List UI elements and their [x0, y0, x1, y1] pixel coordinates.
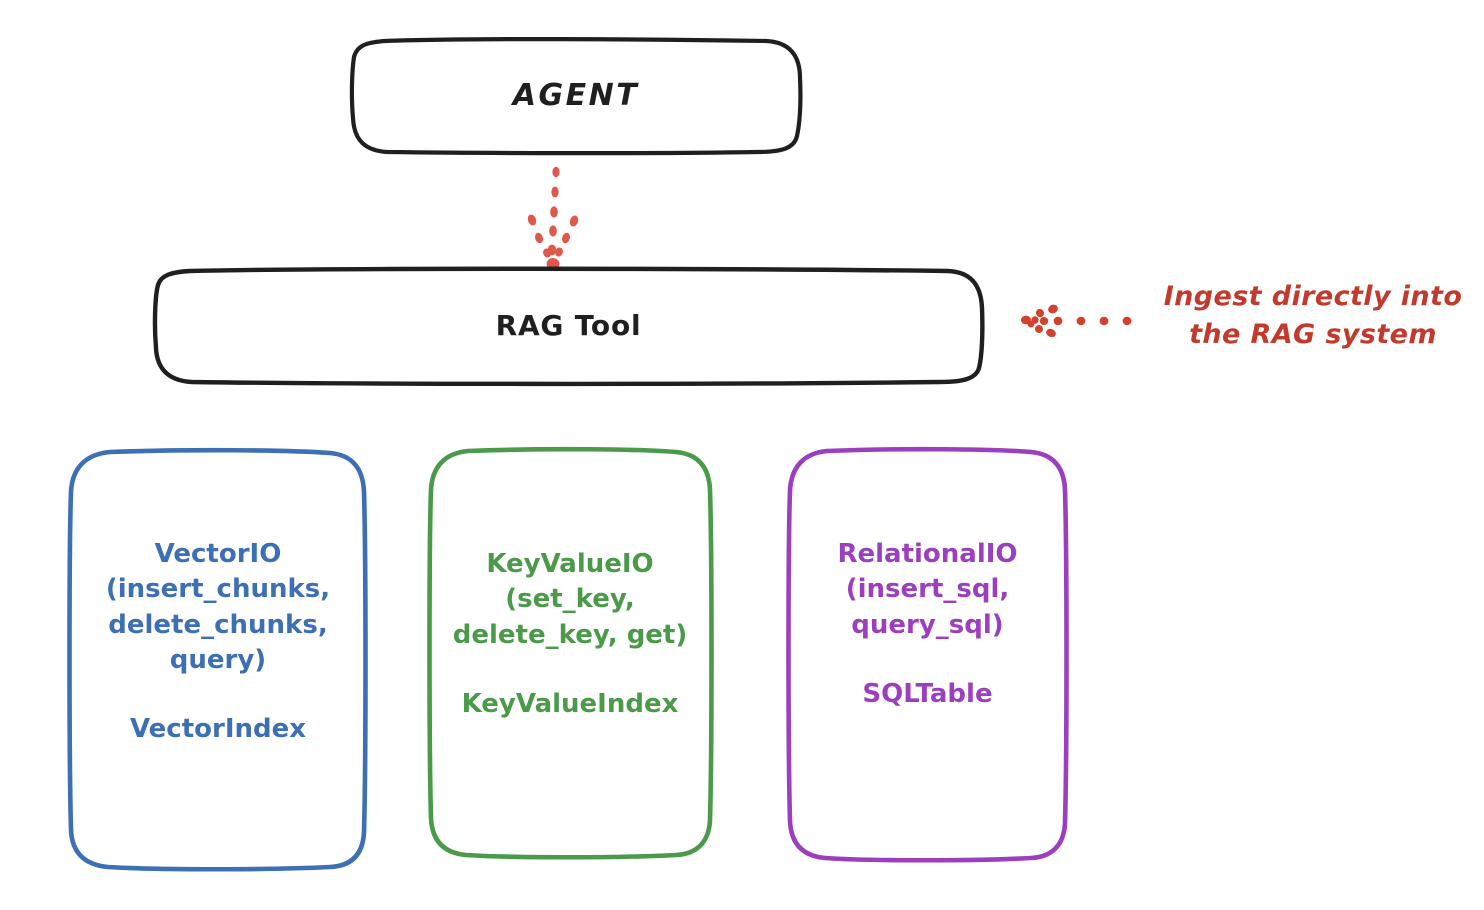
agent-box-outline [349, 37, 803, 156]
keyvalueio-label-group: KeyValueIO (set_key, delete_key, get) Ke… [430, 452, 710, 855]
relationalio-api-label: RelationalIO (insert_sql, query_sql) [837, 539, 1018, 640]
ingest-arrow [1021, 304, 1132, 338]
ingest-annotation-label: Ingest directly into the RAG system [1163, 281, 1463, 351]
relationalio-node[interactable] [786, 446, 1069, 863]
relationalio-label-group: RelationalIO (insert_sql, query_sql) SQL… [790, 452, 1065, 858]
rag-tool-node[interactable] [152, 266, 985, 387]
vectorio-label-group: VectorIO (insert_chunks, delete_chunks, … [72, 452, 364, 868]
agent-node[interactable] [349, 37, 803, 156]
relationalio-index-label: SQLTable [862, 679, 993, 710]
vectorio-index-label: VectorIndex [129, 714, 307, 745]
keyvalueio-index-label: KeyValueIndex [461, 689, 679, 720]
rag-tool-box-outline [152, 266, 985, 387]
vectorio-node[interactable] [67, 447, 368, 872]
keyvalueio-node[interactable] [427, 446, 714, 860]
keyvalueio-api-label: KeyValueIO (set_key, delete_key, get) [452, 549, 688, 650]
relationalio-box-outline [786, 446, 1069, 863]
vectorio-box-outline [67, 447, 368, 872]
agent-to-ragtool-arrow [527, 166, 579, 270]
keyvalueio-box-outline [427, 446, 714, 860]
vectorio-api-label: VectorIO (insert_chunks, delete_chunks, … [105, 539, 331, 676]
